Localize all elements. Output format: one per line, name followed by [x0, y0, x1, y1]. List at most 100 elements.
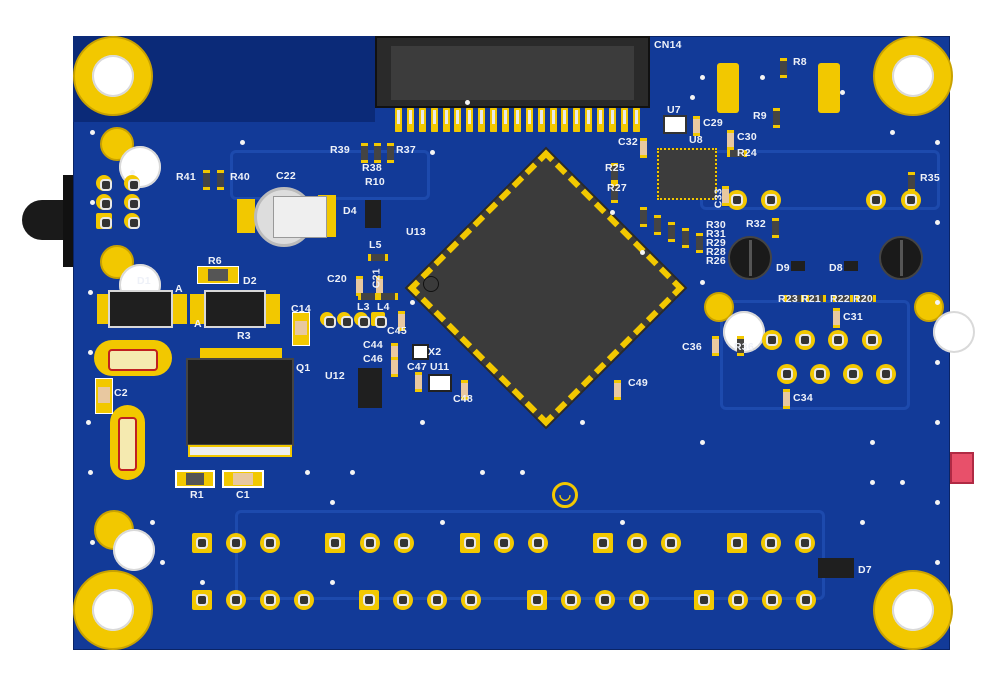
- connector-pin: [537, 108, 545, 132]
- u7-crystal: [663, 115, 687, 134]
- pin1-marker: [423, 276, 439, 292]
- connector-pin: [466, 108, 474, 132]
- tht-pad: [226, 533, 246, 553]
- ref-label: R8: [793, 56, 807, 68]
- via: [305, 470, 310, 475]
- tht-pad: [761, 190, 781, 210]
- via: [86, 420, 91, 425]
- tht-pad: [260, 590, 280, 610]
- via: [90, 200, 95, 205]
- led-diode: [791, 261, 805, 271]
- ref-label: C49: [628, 377, 648, 389]
- via: [935, 500, 940, 505]
- u12-regulator: [358, 368, 382, 408]
- header-pin: [96, 194, 112, 210]
- tht-pad: [593, 533, 613, 553]
- tht-pad: [226, 590, 246, 610]
- connector-pin: [549, 108, 557, 132]
- tht-hole: [704, 292, 765, 353]
- via: [90, 130, 95, 135]
- smd-resistor: [908, 172, 915, 192]
- tht-pad: [527, 590, 547, 610]
- ref-label: R31: [706, 228, 726, 240]
- smd-resistor: [784, 295, 804, 302]
- ref-label: C29: [703, 117, 723, 129]
- smd-resistor: [833, 295, 853, 302]
- smd-resistor: [358, 293, 378, 300]
- header-pin: [96, 213, 112, 229]
- q1-drain-tab: [188, 445, 292, 457]
- smd-resistor: [727, 150, 747, 157]
- connector-pin: [525, 108, 533, 132]
- via: [520, 470, 525, 475]
- ref-label: C1: [236, 489, 250, 501]
- ref-label: C22: [276, 170, 296, 182]
- ref-label: R26: [706, 255, 726, 267]
- tht-pad: [192, 533, 212, 553]
- via: [610, 210, 615, 215]
- smd-resistor: [696, 233, 703, 253]
- ref-label: C44: [363, 339, 383, 351]
- header-pin: [124, 213, 140, 229]
- anode-label: A: [175, 283, 183, 295]
- via: [420, 420, 425, 425]
- via: [840, 90, 845, 95]
- via: [440, 520, 445, 525]
- via: [580, 420, 585, 425]
- via: [690, 95, 695, 100]
- mounting-hole: [73, 570, 153, 650]
- smd-resistor: [780, 58, 787, 78]
- tht-pad: [843, 364, 863, 384]
- ref-label: U13: [406, 226, 426, 238]
- ref-label: R20: [853, 293, 873, 305]
- ref-label: R37: [396, 144, 416, 156]
- via: [410, 300, 415, 305]
- connector-pin: [395, 108, 402, 132]
- smd-capacitor: [712, 336, 719, 356]
- ref-label: D1: [137, 275, 151, 287]
- ref-label: L3: [357, 301, 370, 313]
- tht-hole: [94, 510, 155, 571]
- tht-pad: [795, 330, 815, 350]
- tht-pad: [561, 590, 581, 610]
- smd-resistor: [856, 295, 876, 302]
- smd-resistor: [640, 207, 647, 227]
- via: [760, 75, 765, 80]
- connector-pin: [430, 108, 438, 132]
- via: [860, 520, 865, 525]
- ref-label: R3: [237, 330, 251, 342]
- c22-clip: [273, 196, 327, 238]
- tht-pad: [727, 533, 747, 553]
- inductor-horizontal: [94, 340, 172, 376]
- via: [88, 470, 93, 475]
- tht-pad: [360, 533, 380, 553]
- connector-pin: [442, 108, 450, 132]
- tht-pad: [761, 533, 781, 553]
- screw: [728, 236, 772, 280]
- via: [700, 280, 705, 285]
- connector-pin: [573, 108, 581, 132]
- via: [700, 440, 705, 445]
- side-connector-body: [63, 175, 73, 267]
- ref-label: R25: [605, 162, 625, 174]
- side-connector: [22, 200, 67, 240]
- smd-resistor: [374, 143, 381, 163]
- connector-pin: [502, 108, 510, 132]
- inductor-vertical: [110, 405, 145, 480]
- connector-pin: [561, 108, 569, 132]
- tht-pad: [393, 590, 413, 610]
- smd-resistor: [611, 183, 618, 203]
- tht-pad: [862, 330, 882, 350]
- smd-resistor: [668, 222, 675, 242]
- tht-pad: [728, 590, 748, 610]
- smd-capacitor: [693, 116, 700, 136]
- ref-label: D4: [343, 205, 357, 217]
- via: [200, 580, 205, 585]
- smd-resistor: [772, 218, 779, 238]
- header-pin: [124, 194, 140, 210]
- via: [330, 580, 335, 585]
- ref-label: C2: [114, 387, 128, 399]
- smd-capacitor: [391, 357, 398, 377]
- tht-pad: [494, 533, 514, 553]
- connector-pin: [632, 108, 640, 132]
